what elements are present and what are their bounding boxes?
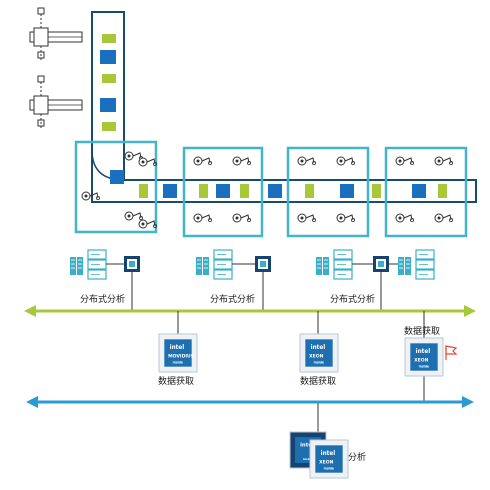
bus-chip-links xyxy=(177,311,425,432)
server-rack-icon xyxy=(333,249,353,280)
package-item xyxy=(240,184,249,198)
package-item xyxy=(340,184,354,198)
inspection-station-box xyxy=(384,146,468,238)
package-item xyxy=(139,184,148,198)
acquisition-label: 数据获取 xyxy=(158,375,194,387)
package-item xyxy=(216,184,230,198)
intel-chips: intelMOVIDIUSinsideintelXEONinsideintelX… xyxy=(158,333,444,479)
analysis-label: 分布式分析 xyxy=(330,293,375,305)
analysis-label: 分布式分析 xyxy=(80,293,125,305)
server-rack-icon xyxy=(415,249,435,280)
analysis-bottom-label: 分析 xyxy=(348,451,366,463)
inspection-station-box xyxy=(286,146,370,238)
camera-icon xyxy=(138,157,157,167)
camera-icon xyxy=(336,213,355,223)
package-item xyxy=(199,184,208,198)
package-item xyxy=(412,184,426,198)
chip-inside-text: inside xyxy=(303,457,313,461)
robot-gripper-icon xyxy=(29,7,83,60)
camera-icon xyxy=(395,156,414,166)
inspection-station-box xyxy=(74,140,158,234)
package-item xyxy=(100,98,116,112)
camera-icon xyxy=(232,156,251,166)
chip-inside-text: inside xyxy=(419,365,429,369)
analysis-label: 分布式分析 xyxy=(210,293,255,305)
acquisition-label: 数据获取 xyxy=(404,325,440,337)
package-item xyxy=(110,170,124,184)
chip-inside-text: inside xyxy=(324,467,334,471)
camera-icon xyxy=(232,213,251,223)
intel-brand-text: intel xyxy=(416,349,431,355)
server-bus-links xyxy=(131,272,382,311)
camera-icon xyxy=(193,213,212,223)
robot-gripper-icon xyxy=(29,75,83,128)
package-item xyxy=(102,34,116,43)
server-tower-icon xyxy=(316,257,329,275)
camera-icon xyxy=(193,156,212,166)
chip-node-icon xyxy=(255,256,271,272)
package-item xyxy=(372,184,381,198)
server-clusters xyxy=(70,249,435,280)
server-tower-icon xyxy=(196,257,209,275)
intel-brand-text: intel xyxy=(321,451,336,457)
intel-brand-text: intel xyxy=(311,345,326,351)
intel-brand-text: intel xyxy=(170,345,185,351)
server-tower-icon xyxy=(398,257,411,275)
camera-icon xyxy=(434,156,453,166)
acquisition-label: 数据获取 xyxy=(300,375,336,387)
chip-inside-text: inside xyxy=(173,361,183,365)
package-item xyxy=(102,122,116,131)
flag-icon xyxy=(445,345,458,360)
camera-icon xyxy=(297,213,316,223)
camera-icon xyxy=(81,191,100,201)
camera-icon xyxy=(297,156,316,166)
acquisition-bus-line xyxy=(26,396,474,408)
chip-inside-text: inside xyxy=(314,361,324,365)
camera-icon xyxy=(336,156,355,166)
server-rack-icon xyxy=(87,249,107,280)
chip-model-text: XEON xyxy=(414,358,428,364)
package-item xyxy=(305,184,314,198)
chip-node-icon xyxy=(124,256,140,272)
inspection-station-box xyxy=(182,146,264,238)
chip-model-text: XEON xyxy=(309,354,323,360)
package-item xyxy=(438,184,447,198)
chip-model-text: XEON xyxy=(319,460,333,466)
package-item xyxy=(163,184,177,198)
chip-model-text: MOVIDIUS xyxy=(168,354,194,360)
camera-icon xyxy=(395,213,414,223)
camera-icon xyxy=(124,211,143,221)
package-item xyxy=(100,50,116,64)
server-rack-icon xyxy=(213,249,233,280)
camera-icon xyxy=(434,213,453,223)
camera-icon xyxy=(138,219,157,229)
server-tower-icon xyxy=(70,257,83,275)
chip-node-icon xyxy=(373,256,389,272)
conveyor-belt xyxy=(91,11,477,203)
intel-brand-text: intel xyxy=(300,442,314,448)
package-item xyxy=(268,184,282,198)
conveyor-packages xyxy=(100,34,447,198)
inspection-stations xyxy=(74,140,468,238)
package-item xyxy=(102,74,116,83)
